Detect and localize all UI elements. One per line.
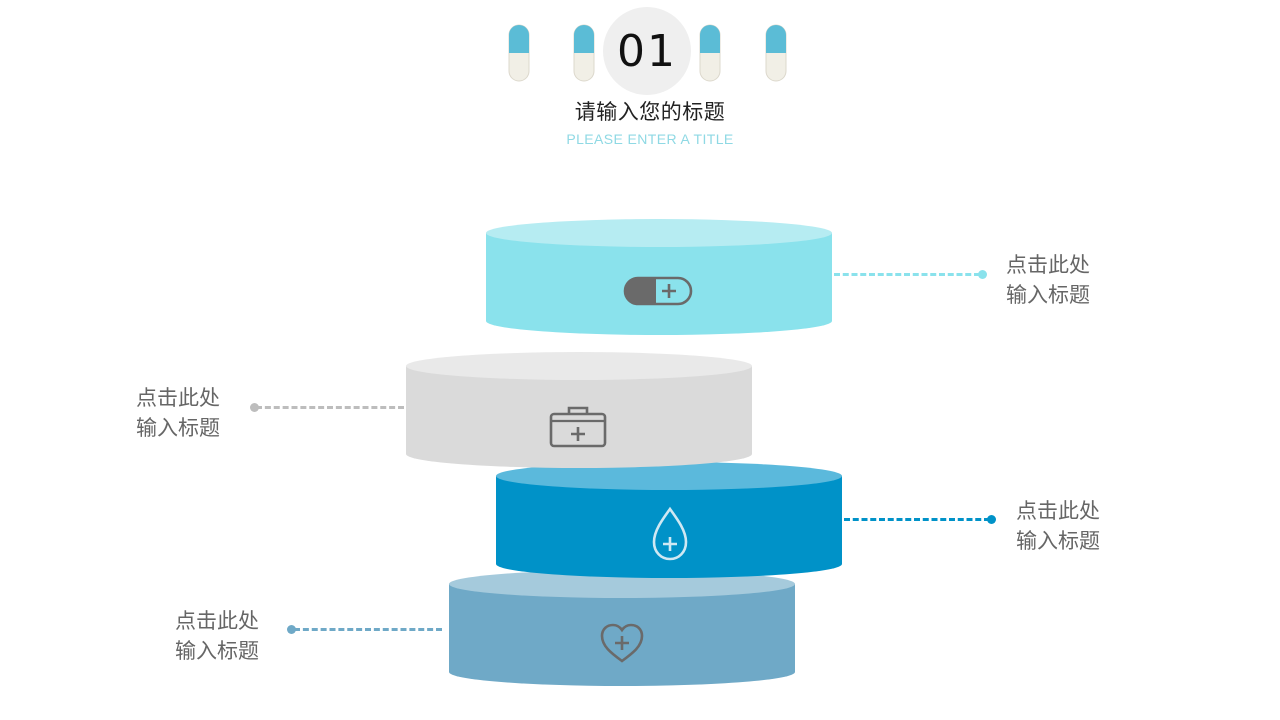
tier-3-label-line2: 输入标题 — [1016, 529, 1100, 553]
section-number: 01 — [617, 25, 677, 77]
capsule-icon — [623, 276, 693, 306]
tier-4-label-line1: 点击此处 — [175, 609, 259, 633]
page-subtitle[interactable]: PLEASE ENTER A TITLE — [566, 131, 734, 147]
tier-2-label-line1: 点击此处 — [136, 386, 220, 410]
tier-3-label-line1: 点击此处 — [1016, 499, 1100, 523]
tier-2-cylinder — [406, 352, 752, 468]
tier-3-cylinder — [496, 462, 842, 578]
tier-3-body — [496, 476, 842, 578]
section-number-badge: 01 — [603, 7, 691, 95]
page-title[interactable]: 请输入您的标题 — [574, 100, 726, 124]
medical-kit-icon — [549, 406, 607, 448]
tier-4-label[interactable]: 点击此处 输入标题 — [175, 606, 285, 666]
tier-1-cylinder — [486, 219, 832, 335]
tier-1-top — [486, 219, 832, 247]
tier-4-cylinder — [449, 570, 795, 686]
tier-1-dot — [978, 270, 987, 279]
capsule-pill-icon — [573, 24, 595, 82]
tier-3-connector — [844, 518, 990, 521]
tier-2-label-line2: 输入标题 — [136, 416, 220, 440]
tier-2-dot — [250, 403, 259, 412]
tier-3-dot — [987, 515, 996, 524]
tier-2-label[interactable]: 点击此处 输入标题 — [136, 383, 246, 443]
tier-2-body — [406, 366, 752, 468]
tier-1-body — [486, 233, 832, 335]
tier-2-top — [406, 352, 752, 380]
tier-4-label-line2: 输入标题 — [175, 639, 259, 663]
capsule-pill-icon — [765, 24, 787, 82]
tier-4-connector — [294, 628, 442, 631]
blood-drop-plus-icon — [652, 506, 688, 561]
tier-4-body — [449, 584, 795, 686]
tier-3-label[interactable]: 点击此处 输入标题 — [1016, 496, 1126, 556]
tier-1-label-line2: 输入标题 — [1006, 283, 1090, 307]
tier-1-label-line1: 点击此处 — [1006, 253, 1090, 277]
tier-1-connector — [834, 273, 980, 276]
tier-4-dot — [287, 625, 296, 634]
tier-1-label[interactable]: 点击此处 输入标题 — [1006, 250, 1116, 310]
capsule-pill-icon — [699, 24, 721, 82]
capsule-pill-icon — [508, 24, 530, 82]
heart-plus-icon — [600, 623, 644, 663]
tier-2-connector — [256, 406, 404, 409]
